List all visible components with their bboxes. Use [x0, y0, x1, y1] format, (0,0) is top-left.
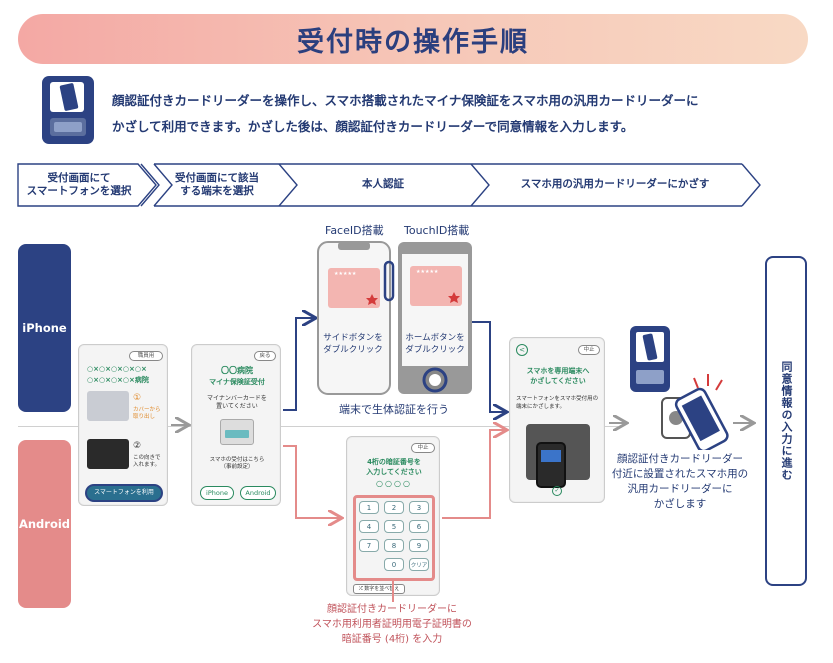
biometric-caption: 端末で生体認証を行う — [339, 403, 449, 416]
touchid-card-stars: ★★★★★ — [416, 269, 439, 275]
key-clear[interactable]: クリア — [409, 558, 429, 571]
screen1-line2: ○×○×○×○×病院 — [87, 376, 149, 384]
title-banner: 受付時の操作手順 — [18, 14, 808, 64]
card-image-2 — [87, 439, 129, 469]
tab-android-label: Android — [18, 517, 71, 531]
page-title: 受付時の操作手順 — [297, 26, 529, 58]
screen1-line1: ○×○×○×○×○× — [87, 365, 147, 373]
back-badge[interactable]: 戻る — [254, 351, 276, 361]
pin-line2: 入力してください — [366, 468, 422, 476]
phone-screen-card — [541, 450, 561, 462]
step-1-line-2: スマートフォンを選択 — [26, 185, 132, 197]
screen2-line1: 〇〇病院 — [221, 366, 253, 375]
pin-caption-2: スマホ用利用者証明用電子証明書の — [312, 619, 472, 630]
step-2: 受付画面にて該当 する端末を選択 — [158, 164, 276, 206]
screen5-text1: スマートフォンをスマホ受付用の — [516, 396, 599, 402]
intro-text-line-2: かざして利用できます。かざした後は、顔認証付きカードリーダーで同意情報を入力しま… — [112, 119, 634, 134]
step-4: スマホ用の汎用カードリーダーにかざす — [490, 164, 740, 206]
tab-iphone-label: iPhone — [22, 321, 67, 335]
step-header — [17, 163, 761, 207]
pin-line1: 4桁の暗証番号を — [367, 458, 421, 466]
tab-iphone: iPhone — [18, 244, 71, 412]
key-7[interactable]: 7 — [359, 539, 379, 552]
step-4-label: スマホ用の汎用カードリーダーにかざす — [520, 178, 710, 191]
reader-phone-illustration — [630, 326, 729, 450]
screen5-text2: 端末にかざします。 — [516, 404, 565, 410]
pin-keypad — [353, 495, 435, 581]
screen2-line2: マイナ保険証受付 — [209, 378, 265, 386]
reader-caption-1: 顔認証付きカードリーダー — [617, 453, 743, 465]
row-divider — [18, 426, 618, 427]
step-num-1: ① — [133, 393, 142, 403]
faceid-card-stars: ★★★★★ — [334, 271, 357, 277]
screen5-line2: かざしてください — [530, 377, 586, 385]
key-6[interactable]: 6 — [409, 520, 429, 533]
screen-select-device: 戻る 〇〇病院 マイナ保険証受付 マイナンバーカードを 置いてください スマホの… — [191, 344, 281, 506]
reader-caption-2: 付近に設置されたスマホ用の — [611, 468, 749, 480]
step-2-line-2: する端末を選択 — [180, 185, 254, 197]
card-reader-image — [220, 419, 254, 445]
intro-text-line-1: 顔認証付きカードリーダーを操作し、スマホ搭載されたマイナ保険証をスマホ用の汎用カ… — [112, 93, 699, 108]
screen1-text2a: この向きで — [133, 455, 161, 461]
proceed-consent-box: 同意情報の入力に進む — [765, 256, 807, 586]
faceid-label: FaceID搭載 — [325, 224, 384, 237]
screen5-line1: スマホを専用端末へ — [526, 367, 590, 375]
pin-dots: ○○○○ — [376, 479, 412, 488]
screen5-cancel-badge[interactable]: 中止 — [578, 345, 600, 355]
touchid-label: TouchID搭載 — [404, 224, 470, 237]
screen2-text3: スマホの受付はこちら — [209, 457, 265, 463]
back-icon[interactable]: < — [516, 344, 528, 356]
use-smartphone-button[interactable]: スマートフォンを利用 — [87, 486, 161, 500]
iphone-button[interactable]: iPhone — [200, 486, 234, 500]
key-0[interactable]: 0 — [384, 558, 404, 571]
screen1-text2b: 入れます。 — [133, 462, 160, 468]
staff-badge: 職員用 — [129, 351, 163, 361]
step-2-line-1: 受付画面にて該当 — [175, 171, 259, 184]
android-button[interactable]: Android — [240, 486, 276, 500]
card-image-1 — [87, 391, 129, 421]
screen-pin-entry: 中止 4桁の暗証番号を 入力してください ○○○○ 1 2 3 4 5 6 7 … — [346, 436, 440, 596]
pin-caption-3: 暗証番号 (4桁) を入力 — [341, 634, 443, 645]
proceed-consent-label: 同意情報の入力に進む — [780, 361, 793, 481]
faceid-caption-1: サイドボタンを — [323, 333, 383, 343]
key-9[interactable]: 9 — [409, 539, 429, 552]
reader-slot — [225, 430, 249, 438]
step-num-2: ② — [133, 441, 142, 451]
reader-caption-4: かざします — [653, 498, 707, 510]
pin-cancel-badge[interactable]: 中止 — [411, 443, 435, 453]
shuffle-label: 数字を並べ替え — [364, 586, 400, 592]
screen-select-smartphone: 職員用 ○×○×○×○×○× ○×○×○×○×病院 ① カバーから 取り出し ②… — [78, 344, 168, 506]
phones-illustration — [317, 241, 472, 395]
shuffle-icon: ⤮ — [358, 586, 365, 592]
reader-caption-3: 汎用カードリーダーに — [627, 483, 733, 495]
phone-on-reader — [536, 442, 566, 488]
pin-callout-line — [392, 578, 394, 602]
tab-android: Android — [18, 440, 71, 608]
screen2-text4: （事前設定） — [220, 464, 254, 470]
step-3: 本人認証 — [298, 164, 468, 206]
screen2-text1: マイナンバーカードを — [207, 395, 267, 402]
pin-caption-1: 顔認証付きカードリーダーに — [327, 604, 457, 615]
step-1-line-1: 受付画面にて — [47, 171, 111, 184]
key-3[interactable]: 3 — [409, 501, 429, 514]
touchid-caption-1: ホームボタンを — [405, 333, 465, 343]
key-4[interactable]: 4 — [359, 520, 379, 533]
faceid-caption-2: ダブルクリック — [323, 345, 383, 355]
screen1-text1b: 取り出し — [133, 414, 156, 420]
key-8[interactable]: 8 — [384, 539, 404, 552]
key-2[interactable]: 2 — [384, 501, 404, 514]
key-1[interactable]: 1 — [359, 501, 379, 514]
screen1-text1a: カバーから — [133, 407, 161, 413]
screen2-text2: 置いてください — [216, 403, 258, 410]
step-1: 受付画面にて スマートフォンを選択 — [20, 164, 138, 206]
touchid-caption-2: ダブルクリック — [405, 345, 465, 355]
card-reader-icon — [42, 76, 94, 144]
shuffle-button[interactable]: ⤮ 数字を並べ替え — [353, 584, 405, 594]
step-3-label: 本人認証 — [362, 178, 404, 191]
screen-hold-smartphone: < 中止 スマホを専用端末へ かざしてください スマートフォンをスマホ受付用の … — [509, 337, 605, 503]
key-5[interactable]: 5 — [384, 520, 404, 533]
check-icon: ✓ — [552, 486, 562, 496]
